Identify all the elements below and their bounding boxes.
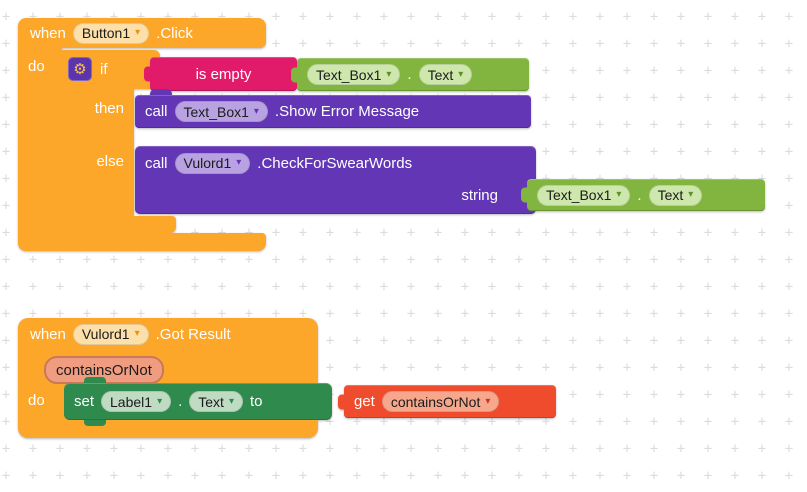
chevron-down-icon: ▾ [688, 189, 694, 200]
chevron-down-icon: ▾ [616, 189, 622, 200]
do-label: do [28, 392, 45, 409]
set-label1-text-block[interactable]: set Label1 ▾ . Text ▾ to [64, 383, 332, 420]
dot-label: . [407, 66, 412, 83]
do-label: do [28, 58, 45, 75]
textbox1-text-getter-block[interactable]: Text_Box1 ▾ . Text ▾ [527, 179, 765, 211]
variable-dropdown-containsornot[interactable]: containsOrNot ▾ [381, 391, 500, 412]
chevron-down-icon: ▾ [135, 27, 141, 38]
param-string-label: string [461, 187, 498, 204]
component-dropdown-vulord1[interactable]: Vulord1 ▾ [174, 152, 251, 174]
property-dropdown-text[interactable]: Text ▾ [189, 391, 243, 412]
component-dropdown-label1[interactable]: Label1 ▾ [101, 391, 172, 412]
when-label: when [30, 325, 66, 343]
chevron-down-icon: ▾ [228, 395, 234, 407]
then-label: then [94, 100, 124, 117]
component-dropdown-textbox1[interactable]: Text_Box1 ▾ [174, 101, 268, 122]
get-containsornot-block[interactable]: get containsOrNot ▾ [344, 385, 556, 418]
when-label: when [30, 24, 66, 42]
chevron-down-icon: ▾ [157, 395, 163, 407]
statement-top-notch [150, 89, 172, 97]
component-dropdown-button1[interactable]: Button1 ▾ [72, 22, 150, 44]
event-block-header[interactable]: when Vulord1 ▾ .Got Result [18, 318, 318, 350]
component-dropdown-textbox1[interactable]: Text_Box1 ▾ [307, 64, 401, 85]
component-dropdown-vulord1[interactable]: Vulord1 ▾ [72, 323, 149, 345]
chevron-down-icon: ▾ [485, 395, 491, 407]
event-block-left-gutter[interactable] [18, 40, 62, 236]
call-show-error-message-block[interactable]: call Text_Box1 ▾ .Show Error Message [135, 95, 531, 128]
statement-bottom-notch [84, 419, 106, 426]
property-dropdown-text[interactable]: Text ▾ [418, 64, 473, 85]
dot-label: . [178, 393, 183, 410]
event-name-label: .Click [156, 24, 193, 42]
if-block-bottom-bar[interactable] [62, 216, 176, 233]
chevron-down-icon: ▾ [458, 68, 464, 80]
method-name-label: .CheckForSwearWords [257, 154, 413, 172]
chevron-down-icon: ▾ [134, 328, 140, 339]
get-label: get [354, 393, 375, 410]
event-block-bottom-bar[interactable] [18, 233, 266, 251]
to-label: to [249, 393, 263, 410]
chevron-down-icon: ▾ [236, 157, 242, 168]
set-label: set [74, 393, 95, 410]
event-name-label: .Got Result [155, 325, 231, 343]
property-dropdown-text[interactable]: Text ▾ [648, 184, 703, 206]
if-label: if [100, 61, 108, 78]
call-label: call [145, 103, 168, 120]
call-label: call [145, 154, 168, 172]
chevron-down-icon: ▾ [253, 105, 259, 117]
method-name-label: .Show Error Message [274, 103, 420, 120]
dot-label: . [637, 186, 642, 204]
event-block-header[interactable]: when Button1 ▾ .Click [18, 18, 266, 48]
textbox1-text-getter-block[interactable]: Text_Box1 ▾ . Text ▾ [297, 58, 529, 91]
statement-top-notch [84, 377, 106, 384]
component-dropdown-textbox1[interactable]: Text_Box1 ▾ [537, 184, 631, 206]
is-empty-block[interactable]: is empty [150, 57, 297, 91]
call-checkforswearwords-block[interactable]: call Vulord1 ▾ .CheckForSwearWords strin… [135, 146, 536, 214]
chevron-down-icon: ▾ [386, 68, 392, 80]
else-label: else [96, 153, 124, 170]
mutator-gear-icon[interactable]: ⚙ [68, 57, 92, 81]
